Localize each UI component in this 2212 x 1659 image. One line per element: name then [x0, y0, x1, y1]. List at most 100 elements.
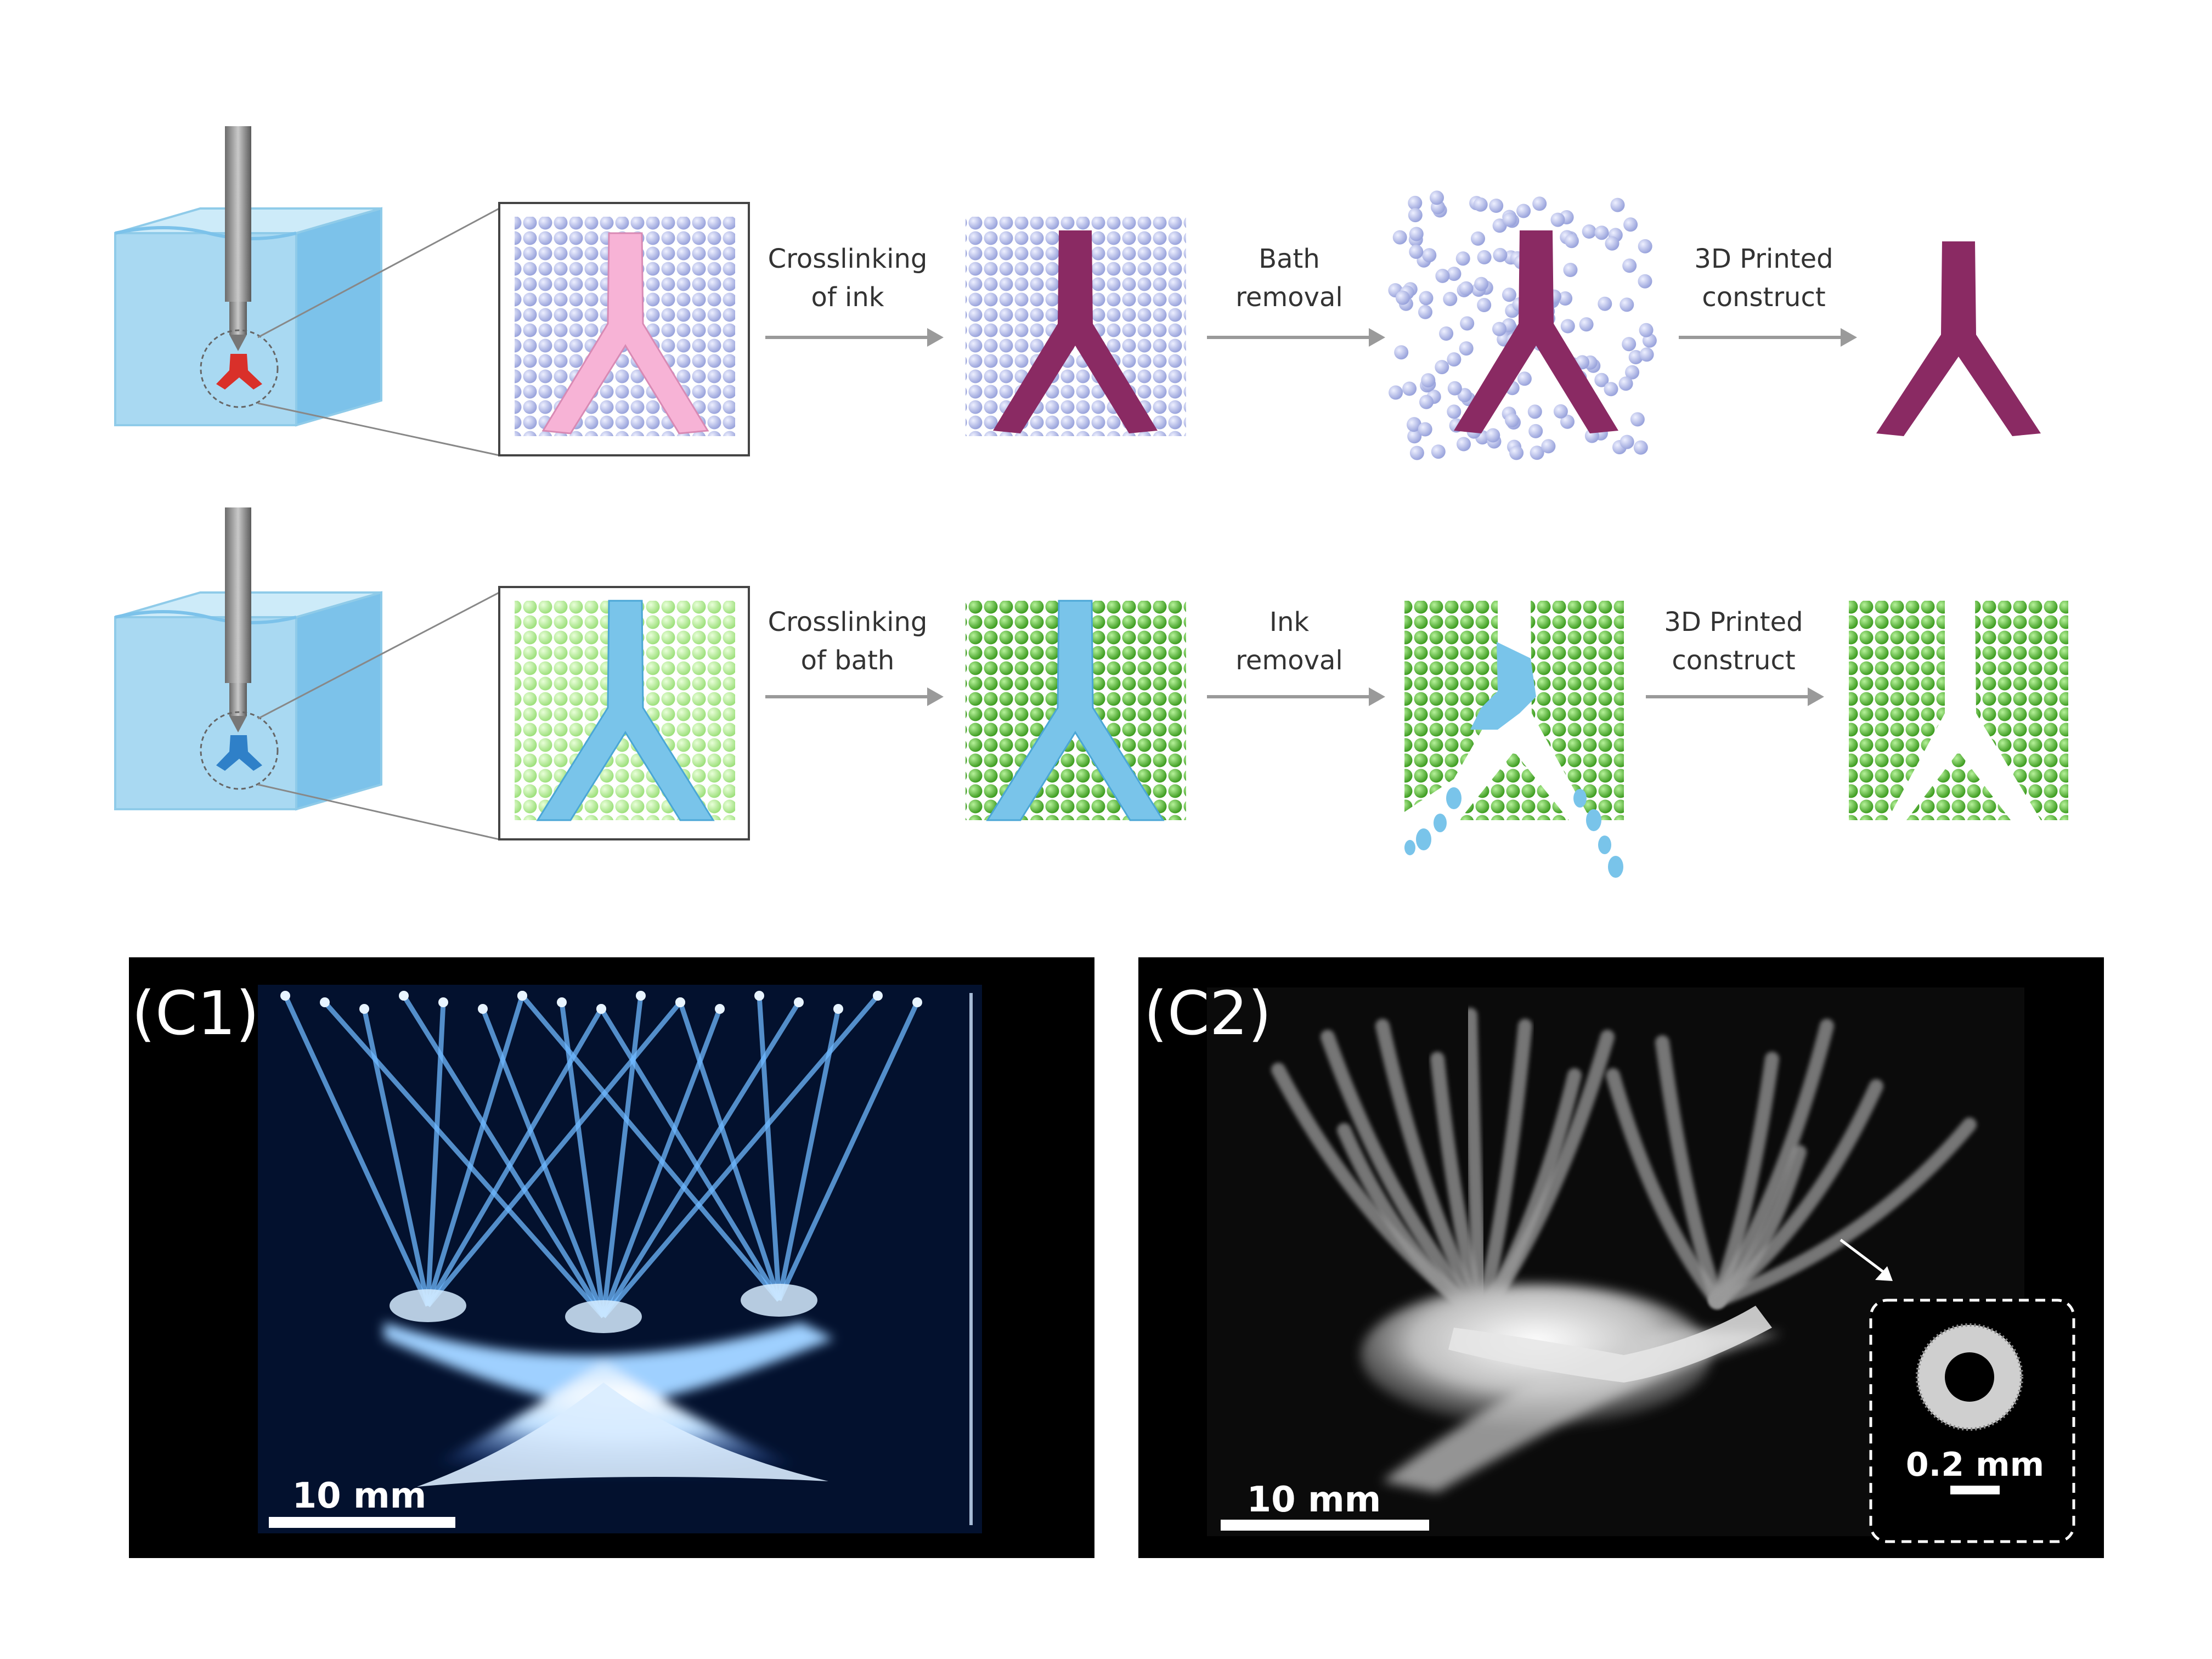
zoom-line	[257, 402, 500, 456]
bead	[1550, 212, 1565, 227]
bead	[1628, 350, 1643, 364]
branch-tip	[557, 997, 567, 1007]
bead	[1530, 445, 1544, 460]
bead	[1435, 268, 1450, 283]
bead	[1419, 291, 1434, 306]
step-label-line1: Bath	[1259, 244, 1320, 274]
step-label-line1: Ink	[1269, 607, 1310, 637]
step-label-line1: Crosslinking	[768, 607, 928, 637]
bead	[1560, 414, 1575, 429]
step-label-line1: 3D Printed	[1694, 244, 1833, 274]
bead	[1489, 199, 1504, 213]
branch-hub	[390, 1289, 466, 1322]
vessel-branch	[1463, 1008, 1488, 1324]
bead	[1492, 321, 1506, 336]
bead	[1564, 234, 1579, 249]
bead	[1527, 404, 1542, 419]
vessel-branch	[601, 1001, 801, 1318]
branch-tip	[754, 991, 764, 1001]
ink-y-blue	[986, 600, 1165, 821]
bead	[1457, 437, 1471, 452]
bead	[1563, 263, 1578, 277]
bead	[1630, 412, 1645, 427]
zoom-line	[257, 207, 500, 338]
zoom-box-top	[498, 202, 750, 456]
vessel-branch	[283, 995, 431, 1307]
branch-tip	[794, 997, 804, 1007]
vessel-branch	[599, 1007, 781, 1302]
crosslinked-ink-box	[966, 217, 1186, 436]
vessel-branch	[601, 995, 644, 1317]
arrow-step2-top	[1207, 328, 1385, 347]
bead	[1402, 381, 1417, 396]
bead	[1509, 445, 1524, 460]
bead	[1604, 382, 1618, 397]
bead	[1582, 224, 1596, 239]
panel-c2: (C2) 10 mm 0.2 mm	[1138, 957, 2104, 1558]
vessel-branch	[402, 994, 606, 1318]
step-label-line2: removal	[1235, 282, 1343, 313]
row-top: Crosslinking of ink Bath removal 3D Prin…	[114, 126, 2041, 460]
vessel-branch	[678, 1001, 782, 1301]
zoom-line	[257, 783, 500, 840]
bead	[1625, 365, 1640, 380]
bead	[1422, 248, 1437, 263]
bead	[1430, 190, 1444, 205]
branch-tip	[873, 991, 883, 1001]
bead	[1459, 281, 1474, 296]
bead	[1620, 297, 1634, 312]
bead	[1639, 323, 1654, 337]
crosslinked-bath-box	[966, 600, 1186, 821]
arrow-step2-bottom	[1207, 687, 1385, 706]
scale-label-c2: 10 mm	[1247, 1480, 1381, 1520]
final-channel-construct	[1849, 601, 2068, 820]
vessel-branch	[776, 1001, 920, 1301]
ink-removal-box	[1404, 601, 1624, 878]
step-label-line2: of bath	[801, 645, 895, 676]
vessel-branch	[559, 1002, 606, 1317]
arrow-step1-bottom	[765, 687, 944, 706]
bead	[1418, 422, 1432, 437]
bead	[1447, 352, 1462, 367]
branch-tip	[517, 991, 527, 1001]
bead	[1435, 360, 1449, 375]
zoom-circle-bottom	[200, 711, 279, 790]
bead	[1477, 250, 1492, 264]
vessel-branch	[1710, 1019, 1834, 1307]
bead	[1455, 251, 1470, 266]
panel-label-c1: (C1)	[132, 978, 259, 1048]
printed-y-red	[216, 354, 262, 390]
bead	[1638, 239, 1652, 253]
branch-tip	[438, 997, 448, 1007]
bead	[1516, 204, 1531, 218]
bead	[1474, 276, 1489, 291]
printed-y-blue	[216, 735, 262, 771]
bead	[1421, 373, 1436, 388]
scale-bar-c2	[1221, 1520, 1429, 1531]
branch-tip	[399, 991, 409, 1001]
bead	[1409, 244, 1424, 259]
bead	[1407, 429, 1422, 444]
row-bottom: Crosslinking of bath Ink removal	[114, 507, 2068, 878]
step-label-line1: Crosslinking	[768, 244, 928, 274]
vessel-branch	[426, 1001, 682, 1307]
bead	[1443, 292, 1458, 306]
branch-tip	[912, 997, 922, 1007]
bead	[1419, 394, 1434, 409]
zoom-circle-top	[200, 329, 279, 408]
bead	[1471, 231, 1485, 246]
vessel-branch	[520, 994, 781, 1302]
branch-tip	[280, 991, 290, 1001]
vessel-branch	[323, 1001, 606, 1318]
branch-tip	[359, 1004, 369, 1014]
vessel-branch	[1474, 1019, 1532, 1324]
zoom-line	[257, 591, 500, 720]
bead	[1460, 316, 1475, 331]
bead	[1598, 296, 1612, 311]
vessel-y-purple	[993, 230, 1158, 433]
bead	[1541, 439, 1556, 454]
bead	[1620, 435, 1634, 449]
vessel-branch	[1710, 1145, 1807, 1307]
vessel-branch	[1655, 1035, 1724, 1307]
